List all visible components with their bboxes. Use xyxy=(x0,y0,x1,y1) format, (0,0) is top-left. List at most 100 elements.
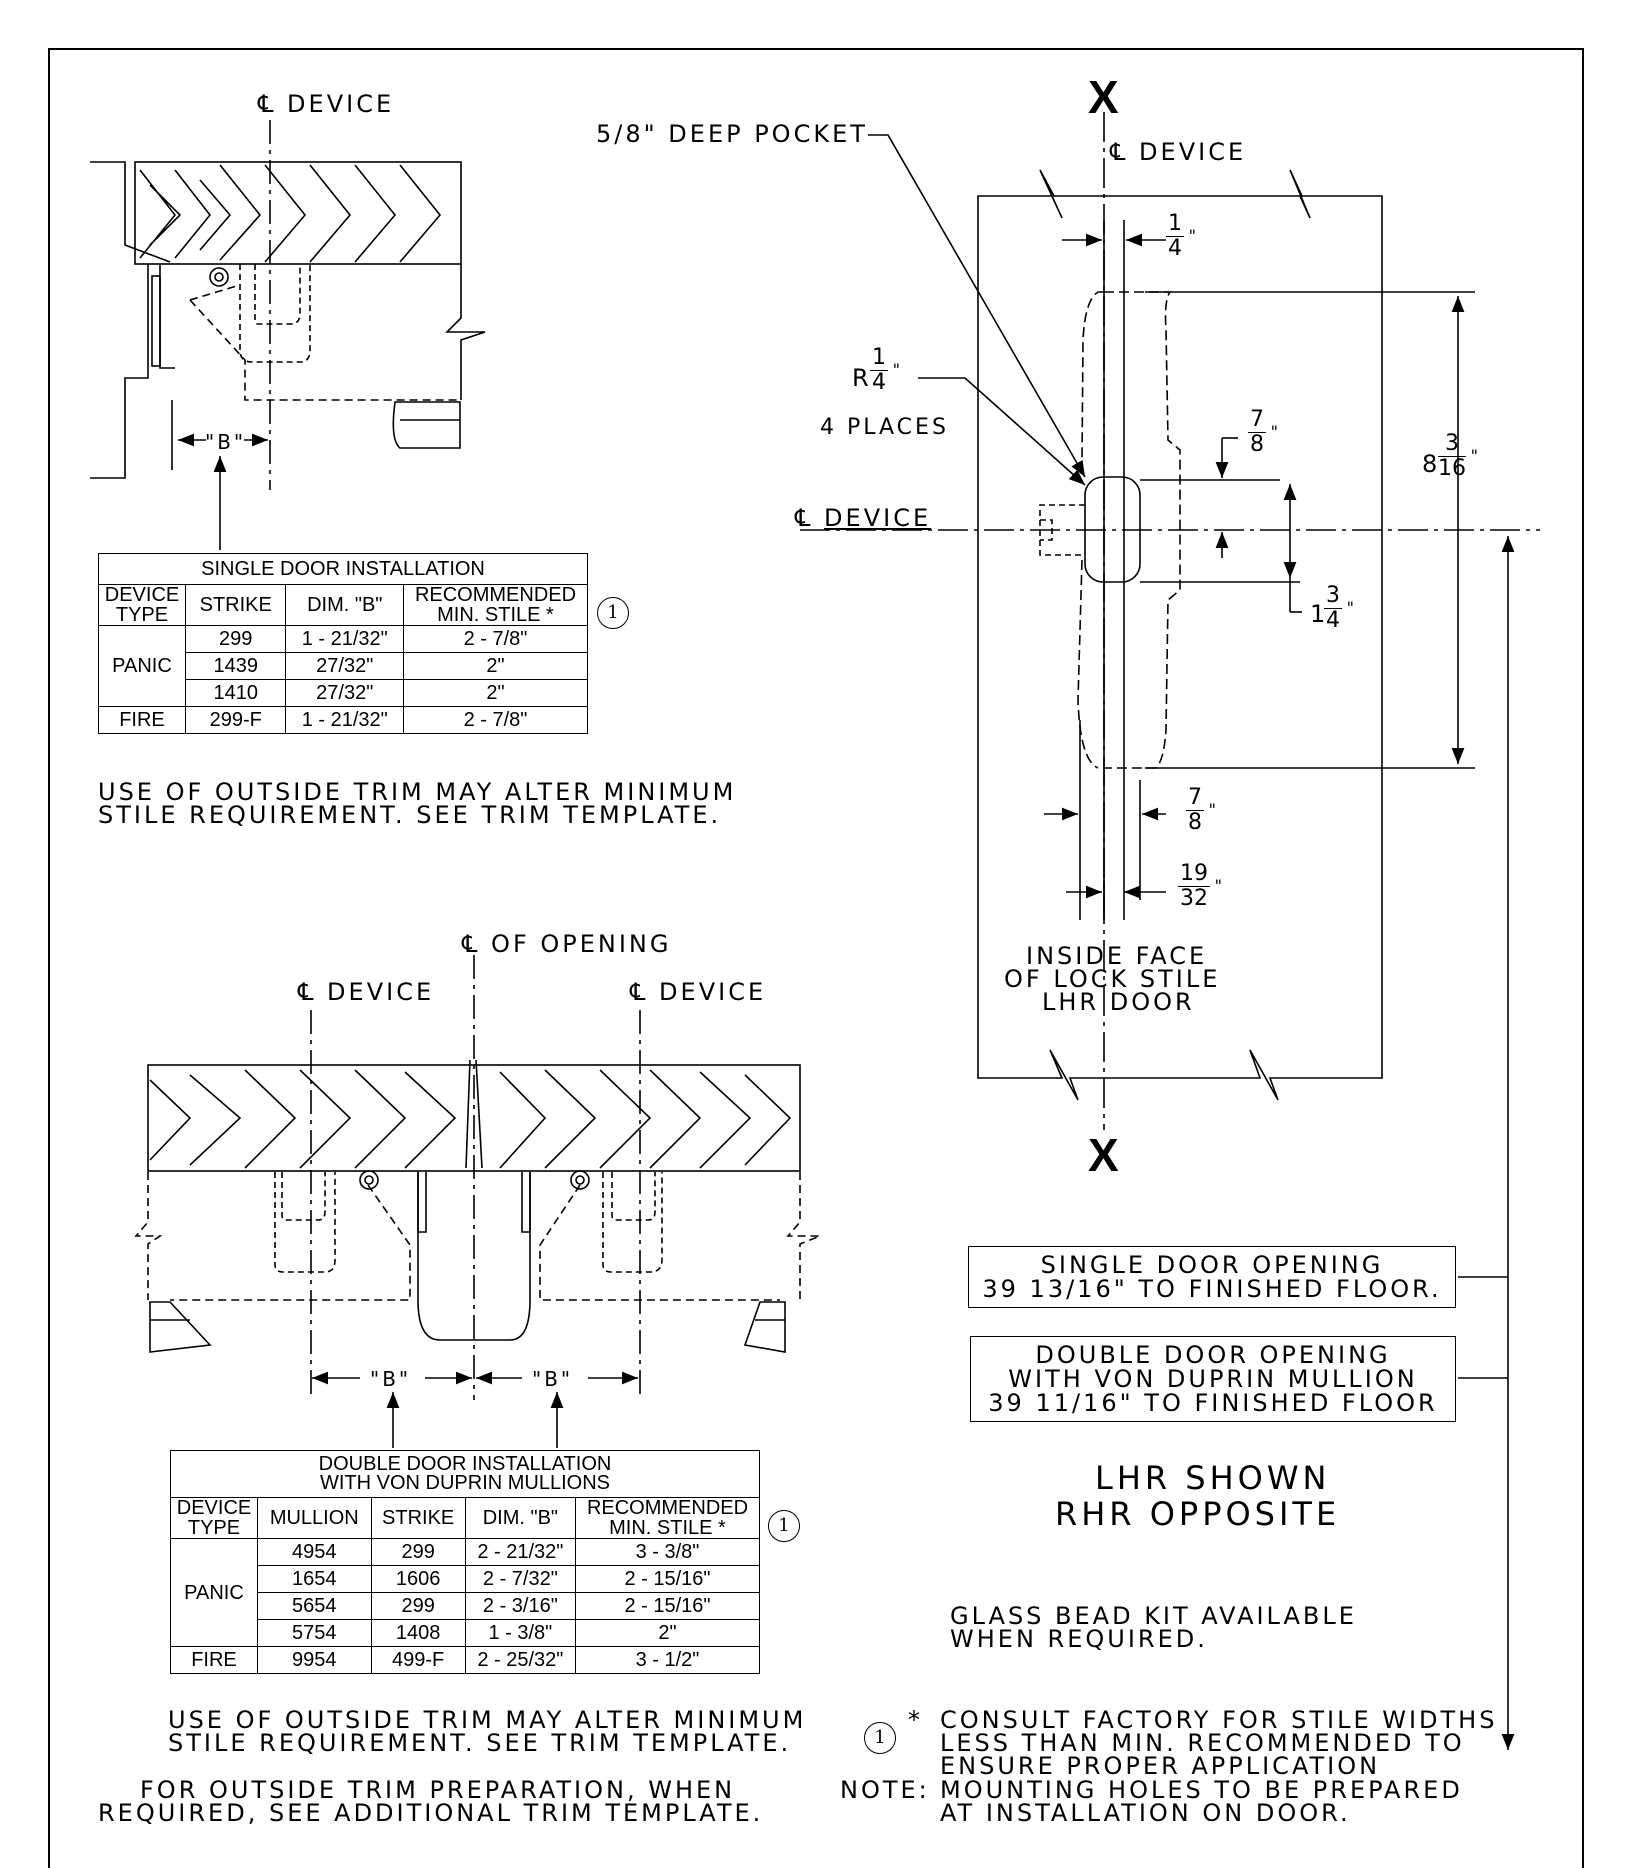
cl-device-label-right: ℄ DEVICE xyxy=(630,978,767,1006)
col-min-stile: RECOMMENDED MIN. STILE * xyxy=(575,1497,760,1539)
table-row: PANIC 4954 299 2 - 21/32" 3 - 3/8" xyxy=(170,1538,760,1647)
note-label: NOTE: xyxy=(840,1776,930,1804)
places-label: 4 PLACES xyxy=(820,415,949,440)
glass-bead-1: GLASS BEAD KIT AVAILABLE xyxy=(950,1602,1357,1630)
single-door-section xyxy=(90,120,486,550)
col-device-type: DEVICE TYPE xyxy=(170,1497,258,1539)
strike-cell: 299 xyxy=(370,1538,466,1566)
trim-note-double-1: USE OF OUTSIDE TRIM MAY ALTER MINIMUM xyxy=(168,1706,807,1734)
note-line1: MOUNTING HOLES TO BE PREPARED xyxy=(940,1776,1463,1804)
strike-cell: 299-F xyxy=(184,706,287,734)
table-row: 1654 1606 2 - 7/32" 2 - 15/16" xyxy=(171,1565,760,1593)
lhr-shown: LHR SHOWN xyxy=(1095,1459,1331,1497)
strike-cell: 1439 xyxy=(184,652,287,680)
cl-device-label-top-left: ℄ DEVICE xyxy=(258,90,395,118)
strike-cell: 1606 xyxy=(370,1565,466,1593)
strike-cell: 299 xyxy=(370,1592,466,1620)
stile-cell: 2 - 15/16" xyxy=(575,1565,760,1593)
glass-bead-2: WHEN REQUIRED. xyxy=(950,1625,1208,1653)
stile-cell: 2 - 15/16" xyxy=(575,1592,760,1620)
strike-cell: 1410 xyxy=(184,679,287,707)
dim-b-cell: 27/32" xyxy=(285,652,404,680)
dim-b-cell: 1 - 3/8" xyxy=(464,1619,577,1647)
col-strike: STRIKE xyxy=(184,584,287,626)
inch-mark: " xyxy=(1470,446,1478,465)
stile-cell: 3 - 3/8" xyxy=(575,1538,760,1566)
table-row: 5754 1408 1 - 3/8" 2" xyxy=(171,1619,760,1647)
mullion-cell: 4954 xyxy=(257,1538,372,1566)
stile-cell: 2" xyxy=(403,652,588,680)
col-dim-b: DIM. "B" xyxy=(285,584,404,626)
footnote-marker: 1 xyxy=(864,1722,896,1754)
dim-b-cell: 27/32" xyxy=(285,679,404,707)
dim-one-whole: 1 xyxy=(1310,600,1329,628)
table-row: 5654 299 2 - 3/16" 2 - 15/16" xyxy=(171,1592,760,1620)
double-opening-line2: WITH VON DUPRIN MULLION xyxy=(1008,1365,1418,1393)
inch-mark: " xyxy=(1214,876,1222,895)
trim-note-double-2: STILE REQUIREMENT. SEE TRIM TEMPLATE. xyxy=(168,1729,792,1757)
radius-prefix: R xyxy=(852,364,872,392)
inch-mark: " xyxy=(1188,226,1196,245)
table-row: FIRE 299-F 1 - 21/32" 2 - 7/8" xyxy=(98,706,588,734)
col-mullion: MULLION xyxy=(257,1497,372,1539)
stile-elevation xyxy=(800,112,1540,1750)
dim-b-cell: 2 - 3/16" xyxy=(464,1592,577,1620)
stile-cell: 2 - 7/8" xyxy=(403,706,588,734)
cl-device-label-elev: ℄ DEVICE xyxy=(1110,138,1247,166)
outside-trim-note-2: REQUIRED, SEE ADDITIONAL TRIM TEMPLATE. xyxy=(98,1799,764,1827)
footnote-line3: ENSURE PROPER APPLICATION xyxy=(940,1752,1381,1780)
stile-cell: 3 - 1/2" xyxy=(575,1646,760,1674)
face-label-1: INSIDE FACE xyxy=(1026,942,1208,970)
device-type-cell: FIRE xyxy=(170,1646,258,1674)
strike-cell: 1408 xyxy=(370,1619,466,1647)
table-row: 1439 27/32" 2" xyxy=(99,652,588,680)
drawing-border xyxy=(48,48,1584,1868)
dim-b-cell: 2 - 7/32" xyxy=(464,1565,577,1593)
dim-b-right: "B" xyxy=(532,1367,574,1391)
dim-b-cell: 2 - 21/32" xyxy=(464,1538,577,1566)
inch-mark: " xyxy=(1208,800,1216,819)
double-opening-box: DOUBLE DOOR OPENING WITH VON DUPRIN MULL… xyxy=(970,1336,1456,1422)
mullion-cell: 5654 xyxy=(257,1592,372,1620)
cl-device-label-left: ℄ DEVICE xyxy=(298,978,435,1006)
dim-overall-whole: 8 xyxy=(1422,450,1441,478)
stile-cell: 2 - 7/8" xyxy=(403,625,588,653)
footnote-star: * xyxy=(908,1706,923,1734)
mullion-cell: 9954 xyxy=(257,1646,372,1674)
face-label-2: OF LOCK STILE xyxy=(1004,965,1221,993)
double-opening-line1: DOUBLE DOOR OPENING xyxy=(1035,1341,1391,1369)
trim-note-single-2: STILE REQUIREMENT. SEE TRIM TEMPLATE. xyxy=(98,801,722,829)
note-marker-double: 1 xyxy=(768,1510,800,1542)
note-line2: AT INSTALLATION ON DOOR. xyxy=(940,1799,1351,1827)
table-row: PANIC 299 1 - 21/32" 2 - 7/8" xyxy=(98,625,588,707)
trim-note-single-1: USE OF OUTSIDE TRIM MAY ALTER MINIMUM xyxy=(98,778,737,806)
inch-mark: " xyxy=(1346,598,1354,617)
dim-b-cell: 2 - 25/32" xyxy=(464,1646,577,1674)
col-dim-b: DIM. "B" xyxy=(464,1497,577,1539)
section-mark-top: X xyxy=(1088,71,1119,123)
col-min-stile: RECOMMENDED MIN. STILE * xyxy=(403,584,588,626)
cl-device-label-horizontal: ℄ DEVICE xyxy=(795,504,932,532)
mullion-cell: 5754 xyxy=(257,1619,372,1647)
dim-b-label: "B" xyxy=(205,430,247,454)
device-type-cell: PANIC xyxy=(98,625,186,707)
strike-cell: 499-F xyxy=(370,1646,466,1674)
face-label-3: LHR DOOR xyxy=(1042,988,1195,1016)
section-mark-bottom: X xyxy=(1088,1129,1119,1181)
single-opening-line2: 39 13/16" TO FINISHED FLOOR. xyxy=(982,1275,1442,1303)
single-table-title: SINGLE DOOR INSTALLATION xyxy=(98,553,588,585)
door-wood-block xyxy=(134,161,462,265)
single-door-table: SINGLE DOOR INSTALLATION DEVICE TYPE STR… xyxy=(98,553,588,734)
double-opening-line3: 39 11/16" TO FINISHED FLOOR xyxy=(988,1389,1438,1417)
double-door-section xyxy=(134,955,821,1448)
table-row: FIRE 9954 499-F 2 - 25/32" 3 - 1/2" xyxy=(170,1646,760,1674)
footnote-line1: CONSULT FACTORY FOR STILE WIDTHS xyxy=(940,1706,1498,1734)
